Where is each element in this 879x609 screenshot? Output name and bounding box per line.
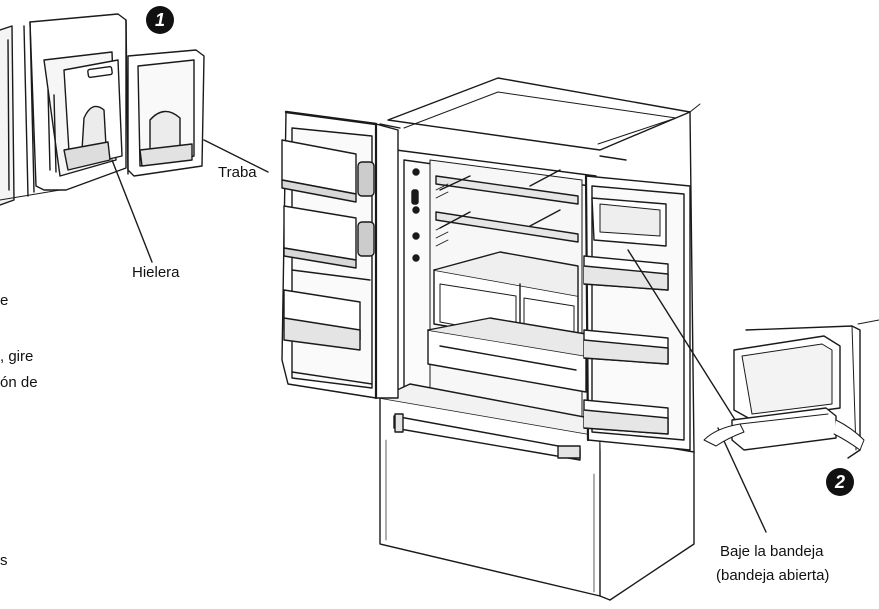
inset-tray xyxy=(703,319,879,459)
baje-leader-lower xyxy=(717,427,767,533)
refrigerator-main xyxy=(281,77,695,601)
step-1-badge: 1 xyxy=(146,6,174,34)
left-text-fragment-2: , gire xyxy=(0,348,34,365)
hielera-label: Hielera xyxy=(132,264,180,281)
hielera-leader xyxy=(111,159,153,263)
left-text-fragment-3: ón de xyxy=(0,374,38,391)
baje-label-line1: Baje la bandeja xyxy=(720,543,824,560)
baje-label-line2: (bandeja abierta) xyxy=(716,567,830,584)
inset-ice-bucket xyxy=(0,13,205,206)
traba-leader xyxy=(203,139,269,173)
baje-leader-upper xyxy=(627,249,745,435)
left-text-fragment-1: e xyxy=(0,292,9,309)
left-text-fragment-4: s xyxy=(0,552,8,569)
traba-label: Traba xyxy=(218,164,257,181)
step-2-badge: 2 xyxy=(826,468,854,496)
